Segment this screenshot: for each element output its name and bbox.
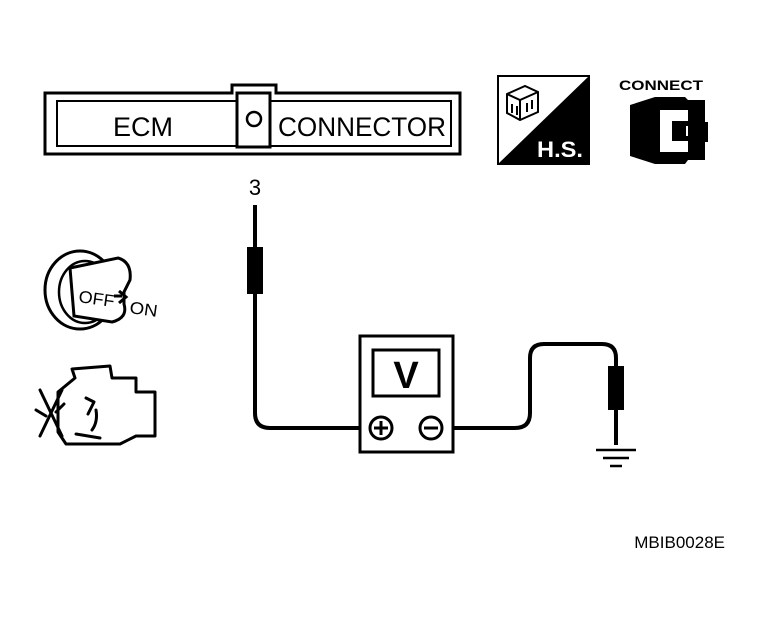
connector-label: CONNECTOR [278,112,446,142]
positive-lead [253,205,367,430]
connect-label: CONNECT [619,77,704,93]
positive-terminal-icon [368,415,394,441]
voltmeter: V [358,334,455,454]
ignition-arrow-icon [114,289,129,305]
connector-lock-icon [245,110,263,128]
figure-code: MBIB0028E [634,533,725,552]
ecm-label: ECM [113,112,173,142]
ignition-switch-icon: OFF ON [43,249,159,331]
engine-icon [34,364,157,446]
negative-lead [442,342,618,445]
voltmeter-label: V [393,355,419,397]
harness-side-label: H.S. [537,137,583,162]
ecm-connector-label-box: ECM CONNECTOR [43,83,462,156]
ignition-off-label: OFF [77,287,115,311]
negative-terminal-icon [418,415,444,441]
test-leads [253,205,618,445]
ground-icon [596,448,636,468]
small-connector-icon [506,84,539,122]
connect-icon: CONNECT [619,77,708,164]
ignition-on-label: ON [128,298,158,321]
harness-side-icon: H.S. [497,75,590,165]
voltmeter-display [371,348,441,398]
positive-probe [247,247,263,294]
terminal-number: 3 [249,175,261,200]
negative-probe [608,366,624,410]
